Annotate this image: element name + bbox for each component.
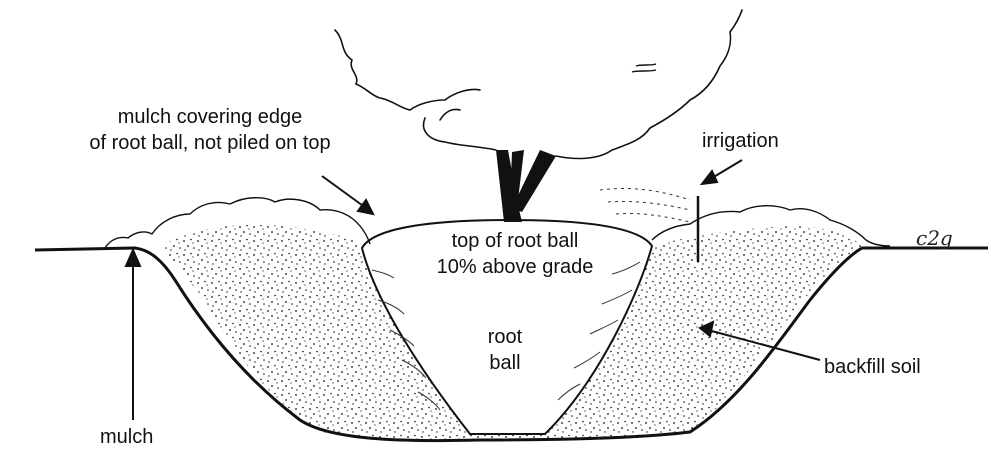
root-ball-line2: ball bbox=[489, 352, 521, 374]
backfill-soil-area bbox=[160, 224, 862, 440]
mulch-layer-right bbox=[651, 205, 891, 247]
mulch-edge-line1: mulch covering edge bbox=[117, 106, 303, 128]
mulch-label: mulch bbox=[100, 426, 154, 448]
backfill-soil-label: backfill soil bbox=[824, 356, 921, 378]
root-ball-line1: root bbox=[487, 326, 523, 348]
root-ball-label: root ball bbox=[455, 324, 555, 376]
irrigation-spray bbox=[599, 188, 691, 223]
mulch-edge-line2: of root ball, not piled on top bbox=[89, 132, 331, 154]
top-ball-line2: 10% above grade bbox=[436, 256, 594, 278]
callout-arrows bbox=[124, 159, 821, 420]
mulch-edge-label: mulch covering edge of root ball, not pi… bbox=[50, 104, 370, 156]
irrigation-label: irrigation bbox=[702, 130, 779, 152]
canopy-marks bbox=[631, 63, 657, 73]
root-ball-texture bbox=[371, 261, 641, 411]
mulch-layer-left bbox=[104, 197, 371, 249]
ground-line bbox=[34, 246, 988, 443]
top-of-root-ball-label: top of root ball 10% above grade bbox=[380, 228, 650, 280]
root-ball bbox=[360, 218, 654, 435]
tree-canopy bbox=[334, 9, 743, 160]
tree-trunk bbox=[496, 150, 556, 222]
artist-signature: c2g bbox=[916, 226, 953, 250]
top-ball-line1: top of root ball bbox=[451, 230, 579, 252]
